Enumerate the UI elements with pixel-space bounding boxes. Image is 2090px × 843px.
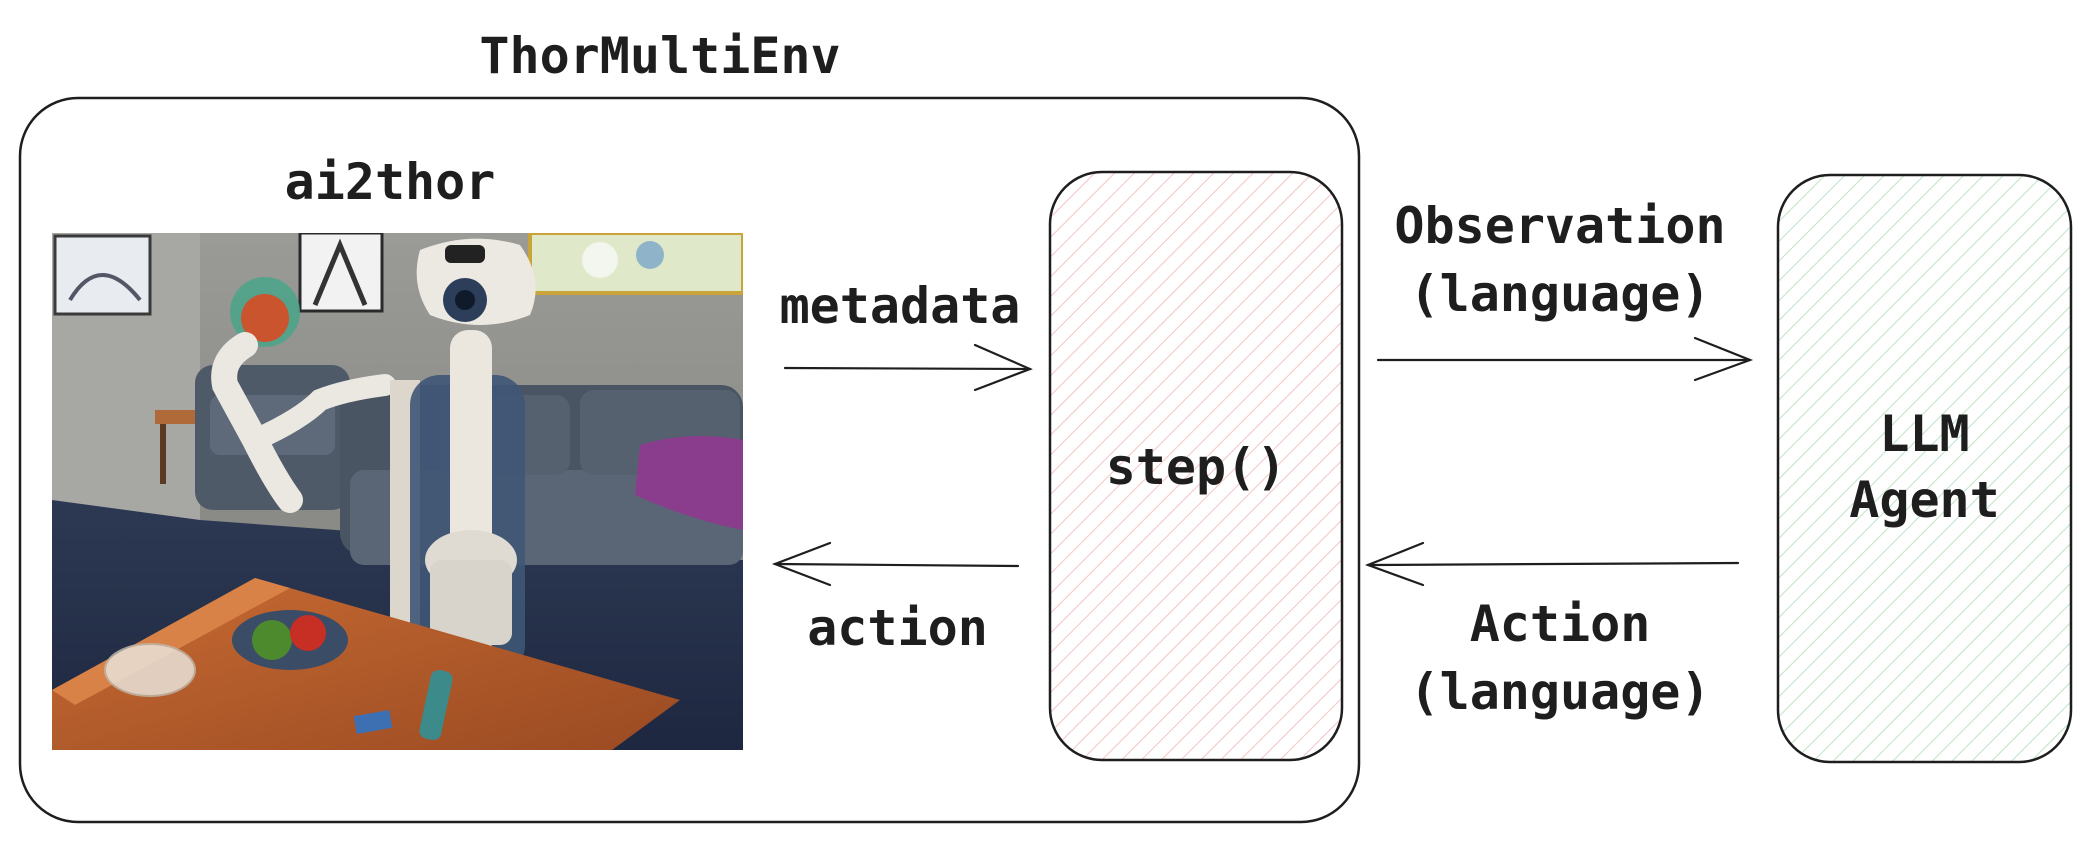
metadata-label: metadata — [779, 277, 1021, 335]
agent-label-line1: LLM — [1879, 405, 1970, 463]
env-title: ThorMultiEnv — [479, 27, 841, 85]
action-arrow — [771, 541, 1020, 587]
observation-arrow — [1376, 336, 1754, 382]
agent-label-line2: Agent — [1849, 471, 2000, 529]
observation-label-line2: (language) — [1409, 265, 1711, 323]
action-language-label-line2: (language) — [1409, 663, 1711, 721]
action-language-label-line1: Action — [1469, 595, 1651, 653]
ai2thor-scene-image — [52, 233, 743, 750]
step-label: step() — [1105, 438, 1287, 496]
metadata-arrow — [783, 343, 1033, 392]
sim-title: ai2thor — [284, 153, 496, 211]
env-container-box — [18, 96, 1361, 824]
llm-agent-box — [1776, 173, 2073, 764]
step-box — [1048, 170, 1344, 762]
action-label: action — [807, 599, 988, 657]
action-language-arrow — [1364, 541, 1740, 587]
observation-label-line1: Observation — [1394, 197, 1726, 255]
